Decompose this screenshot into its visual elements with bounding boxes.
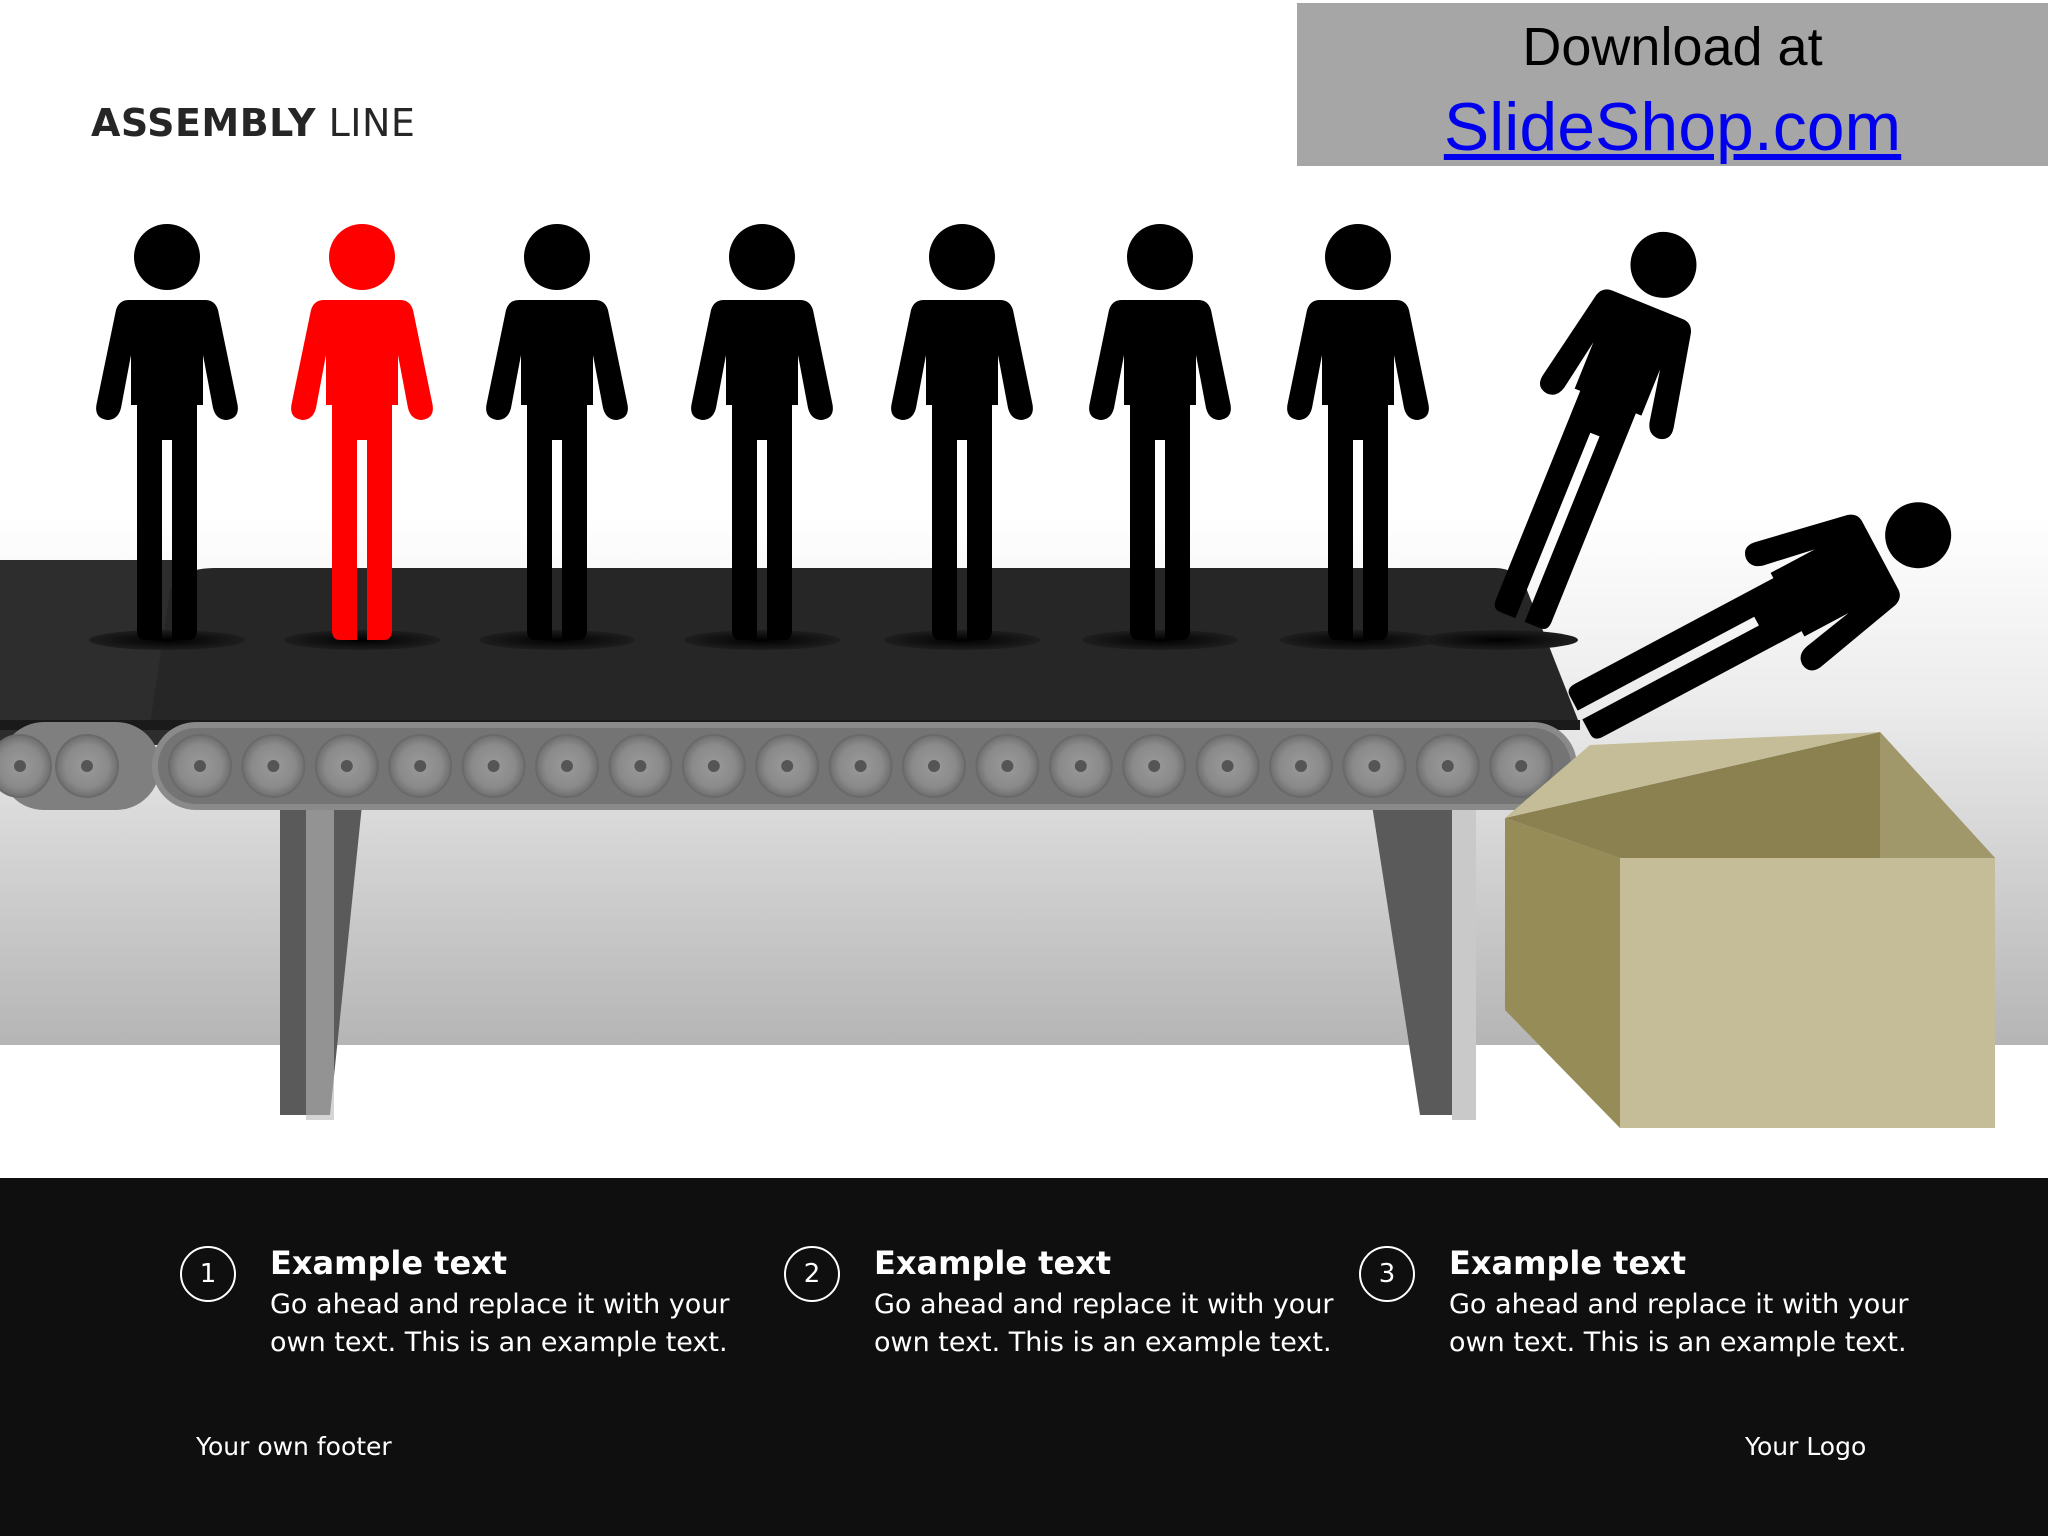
- slide-title-rest: LINE: [316, 101, 416, 145]
- roller-axle: [1148, 760, 1161, 772]
- roller-axle: [414, 760, 427, 772]
- item-body: Go ahead and replace it with your own te…: [1449, 1289, 1909, 1358]
- example-item-1: 1 Example text Go ahead and replace it w…: [180, 1244, 740, 1364]
- item-number-badge: 1: [180, 1246, 236, 1302]
- example-item-3: 3 Example text Go ahead and replace it w…: [1359, 1244, 1919, 1364]
- slide-title: ASSEMBLY LINE: [91, 101, 415, 145]
- item-body: Go ahead and replace it with your own te…: [270, 1289, 730, 1358]
- footer-left-text: Your own footer: [196, 1432, 392, 1461]
- item-body: Go ahead and replace it with your own te…: [874, 1289, 1334, 1358]
- item-heading: Example text: [270, 1244, 508, 1282]
- footer-band: [0, 1178, 2048, 1536]
- foot-shadow: [89, 630, 245, 650]
- footer-logo-text: Your Logo: [1745, 1432, 1867, 1461]
- foot-shadow: [1082, 630, 1238, 650]
- roller-axle: [1515, 760, 1528, 772]
- roller-axle: [1074, 760, 1087, 772]
- foot-shadow: [684, 630, 840, 650]
- roller-axle: [14, 760, 26, 772]
- cardboard-box: [1505, 732, 1995, 1128]
- roller-axle: [854, 760, 867, 772]
- roller-axle: [1441, 760, 1454, 772]
- download-link[interactable]: SlideShop.com: [1443, 89, 1902, 165]
- foot-shadow: [284, 630, 440, 650]
- item-heading: Example text: [874, 1244, 1112, 1282]
- roller-axle: [1295, 760, 1307, 772]
- roller-axle: [1368, 760, 1381, 772]
- item-number-badge: 2: [784, 1246, 840, 1302]
- roller-axle: [781, 760, 794, 772]
- item-heading: Example text: [1449, 1244, 1687, 1282]
- roller-axle: [81, 760, 93, 772]
- table-legs: [280, 805, 1476, 1120]
- assembly-line-illustration: [0, 207, 2048, 1128]
- roller-axle: [928, 760, 940, 772]
- roller-axle: [1221, 760, 1234, 772]
- download-banner: Download at SlideShop.com: [1297, 3, 2048, 166]
- roller-axle: [707, 760, 720, 772]
- roller-axle: [267, 760, 280, 772]
- download-label: Download at: [1522, 17, 1823, 77]
- roller-axle: [487, 760, 500, 772]
- example-item-2: 2 Example text Go ahead and replace it w…: [784, 1244, 1344, 1364]
- slide-title-bold: ASSEMBLY: [91, 101, 316, 145]
- foot-shadow: [884, 630, 1040, 650]
- conveyor-rollers: [0, 734, 1554, 798]
- roller-axle: [634, 760, 647, 772]
- foot-shadow: [1280, 630, 1436, 650]
- roller-axle: [1001, 760, 1014, 772]
- foot-shadow: [1422, 630, 1578, 650]
- roller-axle: [194, 760, 206, 772]
- roller-axle: [561, 760, 573, 772]
- belt-foot-shadows: [89, 630, 1578, 650]
- item-number-badge: 3: [1359, 1246, 1415, 1302]
- conveyor-belt: [0, 560, 1580, 810]
- foot-shadow: [479, 630, 635, 650]
- roller-axle: [340, 760, 353, 772]
